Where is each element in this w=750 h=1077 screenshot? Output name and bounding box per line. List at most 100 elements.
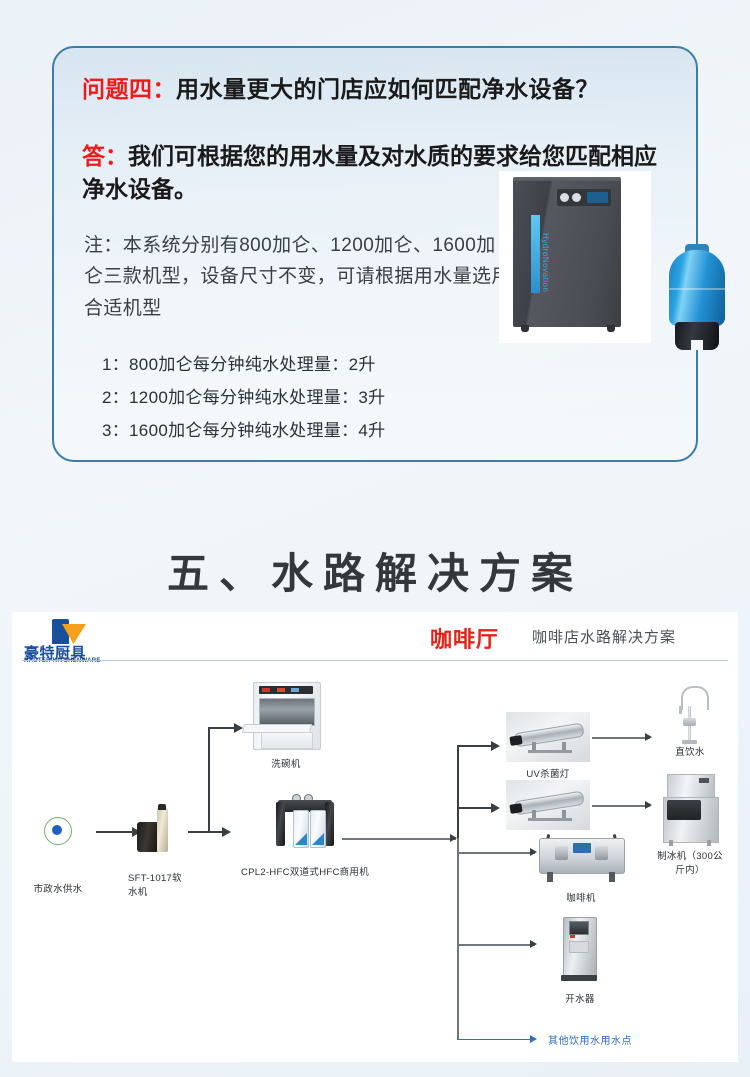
faq-question-prefix: 问题四：: [82, 76, 176, 102]
branch-line: [457, 852, 535, 854]
ro-machine-caster: [607, 325, 615, 332]
uv-bracket: [562, 810, 566, 820]
uv-end-cap: [509, 803, 523, 814]
pressure-tank-notch: [691, 340, 703, 350]
node-label-other-points: 其他饮用水用水点: [548, 1036, 632, 1047]
faq-question-text: 用水量更大的门店应如何匹配净水设备？: [176, 76, 599, 102]
uv-tube: [513, 790, 585, 816]
faucet-neck: [681, 686, 709, 710]
faucet-base: [682, 740, 697, 744]
purifier-cartridge: [310, 810, 326, 848]
node-water-softener: SFT-1017软 水机: [120, 804, 190, 900]
trunk-line: [342, 838, 456, 840]
ro-machine-image: HydroNovation: [499, 171, 651, 343]
node-label: UV杀菌灯: [526, 769, 570, 780]
connector-arrow: [222, 827, 231, 837]
uv-tube: [513, 722, 585, 748]
uv-end-cap: [509, 735, 523, 746]
uv-bracket: [562, 742, 566, 752]
distribution-bus-lower: [457, 838, 459, 1039]
softener-tank: [137, 822, 159, 852]
branch-line-other: [457, 1039, 535, 1041]
pressure-tank-band: [669, 288, 725, 290]
coffee-machine-leg: [547, 872, 553, 882]
branch-line-vertical: [208, 727, 210, 832]
node-ice-maker: 制冰机（300公 斤内）: [657, 774, 723, 878]
purifier-post: [325, 802, 334, 846]
node-dishwasher: 洗碗机: [242, 680, 330, 772]
distribution-bus-upper: [457, 745, 459, 838]
connector-arrow: [132, 827, 141, 837]
boiler-drip-tray: [561, 975, 597, 981]
ro-machine-brand-label: HydroNovation: [541, 233, 550, 293]
connector-arrow: [491, 741, 500, 751]
dishwasher-icon: [242, 680, 325, 752]
node-label: SFT-1017软 水机: [128, 873, 182, 898]
connector-arrow: [450, 834, 457, 842]
ro-machine-caster: [521, 325, 529, 332]
dishwasher-control-panel: [259, 686, 313, 694]
softener-column: [157, 808, 168, 852]
uv-bracket: [532, 742, 536, 752]
faq-answer-prefix: 答：: [82, 143, 128, 169]
purifier-post: [276, 802, 285, 846]
boiler-indicator: [570, 935, 575, 938]
faucet-icon: [667, 684, 713, 746]
node-direct-drinking-water: 直饮水: [660, 684, 720, 760]
pressure-tank-body: [669, 250, 725, 326]
uv-bracket: [532, 810, 536, 820]
faq-answer-text: 我们可根据您的用水量及对水质的要求给您匹配相应净水设备。: [82, 143, 657, 203]
ice-maker-leg: [669, 840, 673, 846]
faq-note: 注：本系统分别有800加仑、1200加仑、1600加仑三款机型，设备尺寸不变，可…: [84, 235, 511, 319]
uv-base-bar: [528, 818, 572, 821]
faucet-valve: [683, 718, 696, 726]
ro-machine-knob: [560, 193, 569, 202]
uv-base-bar: [528, 750, 572, 753]
spec-item: 2：1200加仑每分钟纯水处理量：3升: [102, 388, 386, 408]
connector-arrow: [645, 801, 652, 809]
node-label: 市政水供水: [33, 884, 83, 895]
pressure-tank-image: [669, 244, 725, 352]
coffee-machine-leg: [609, 872, 615, 882]
node-uv-lamp-2: [502, 780, 594, 830]
faucet-spout: [679, 706, 682, 714]
water-source-dot: [52, 825, 62, 835]
node-commercial-purifier: CPL2-HFC双道式HFC商用机: [230, 790, 380, 880]
node-label: 直饮水: [675, 747, 705, 758]
diagram-title: 咖啡厅: [430, 627, 500, 652]
boiler-dispense-area: [569, 941, 589, 953]
branch-line-horizontal: [208, 727, 236, 729]
node-label: 咖啡机: [566, 893, 596, 904]
water-flow-diagram: 豪特厨具 HAUTER KITCHENWARE 咖啡厅 咖啡店水路解决方案 市政…: [12, 612, 738, 1062]
connector-arrow-other: [530, 1035, 537, 1043]
ro-machine-knob: [572, 193, 581, 202]
node-label: CPL2-HFC双道式HFC商用机: [240, 867, 370, 878]
connector-arrow: [645, 733, 652, 741]
logo-mark-icon: [46, 618, 90, 644]
logo-english-name: HAUTER KITCHENWARE: [24, 658, 101, 664]
branch-line: [457, 944, 535, 946]
logo-chinese-name: 豪特厨具: [24, 645, 87, 662]
uv-lamp-icon: [506, 712, 590, 762]
branch-line: [457, 745, 493, 747]
spec-item: 3：1600加仑每分钟纯水处理量：4升: [102, 421, 386, 441]
dishwasher-indicator: [291, 688, 299, 692]
dishwasher-window: [259, 698, 315, 726]
company-logo: 豪特厨具 HAUTER KITCHENWARE: [24, 618, 134, 666]
ro-machine-stripe: [531, 215, 540, 293]
dishwasher-lower-panel: [261, 732, 313, 749]
diagram-subtitle: 咖啡店水路解决方案: [532, 629, 677, 646]
connector-line: [96, 831, 134, 833]
node-water-boiler: 开水器: [549, 917, 611, 1007]
node-municipal-supply: 市政水供水: [26, 817, 90, 897]
purifier-head: [278, 800, 332, 812]
softener-icon: [135, 804, 175, 854]
commercial-purifier-icon: [268, 790, 342, 854]
coffee-machine-display: [573, 843, 591, 853]
branch-line: [592, 737, 650, 739]
faq-question: 问题四：用水量更大的门店应如何匹配净水设备？: [82, 70, 599, 104]
connector-arrow: [234, 723, 243, 733]
pressure-tank-neck: [685, 244, 709, 253]
connector-arrow: [530, 940, 537, 948]
node-label: 开水器: [565, 994, 595, 1005]
